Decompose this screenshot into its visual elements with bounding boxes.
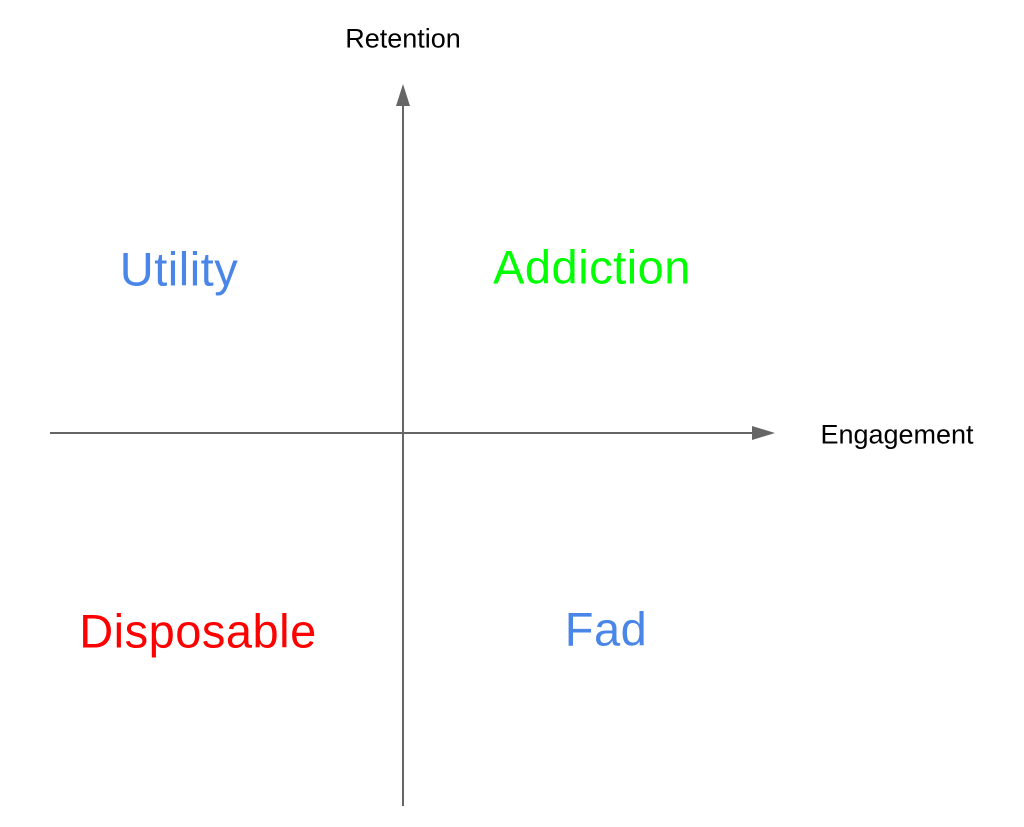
y-axis-arrowhead-icon <box>396 84 410 106</box>
quadrant-label-top-right: Addiction <box>493 240 691 294</box>
quadrant-label-bottom-left: Disposable <box>79 604 317 658</box>
quadrant-label-top-left: Utility <box>119 242 239 296</box>
x-axis-label: Engagement <box>820 419 974 450</box>
quadrant-label-bottom-right: Fad <box>564 602 648 656</box>
y-axis-label: Retention <box>345 23 461 54</box>
x-axis-arrowhead-icon <box>752 426 775 440</box>
